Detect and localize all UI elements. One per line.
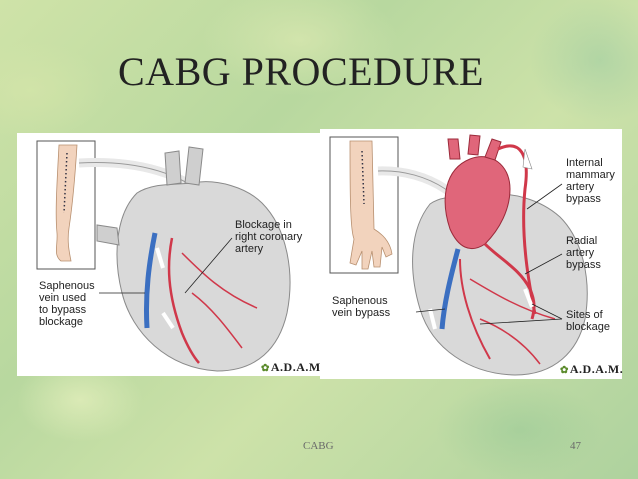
slide-title: CABG PROCEDURE bbox=[118, 49, 484, 94]
radial-artery-graft bbox=[483, 242, 536, 320]
adam-brand-text: A.D.A.M. bbox=[270, 360, 325, 374]
left-illustration-panel: Blockage in right coronary artery Saphen… bbox=[17, 133, 324, 376]
arm-image bbox=[349, 140, 393, 270]
leg-image bbox=[55, 144, 78, 262]
internal-mammary-pointer bbox=[526, 183, 563, 210]
heart bbox=[116, 181, 291, 372]
saphenous-vein-graft bbox=[439, 248, 461, 330]
aorta bbox=[444, 156, 511, 249]
right-illustration-panel: Internal mammary artery bypass Radial ar… bbox=[320, 129, 623, 379]
pulmonary-artery bbox=[184, 146, 204, 186]
saphenous-vein-graft bbox=[143, 232, 158, 329]
footer-label: CABG bbox=[303, 440, 334, 452]
label-saphenous-vein-used: Saphenous vein used to bypass blockage bbox=[39, 280, 95, 328]
label-internal-mammary: Internal mammary artery bypass bbox=[566, 157, 615, 205]
right-coronary-artery bbox=[167, 237, 200, 364]
right-heart-illustration bbox=[329, 134, 588, 376]
radial-pointer bbox=[524, 253, 563, 275]
page-number: 47 bbox=[570, 440, 581, 452]
adam-leaf-icon: ✿ bbox=[560, 365, 569, 376]
adam-brand-text: A.D.A.M. bbox=[569, 362, 624, 376]
arm-incision-line bbox=[361, 150, 365, 205]
label-blockage-right-coronary: Blockage in right coronary artery bbox=[235, 219, 303, 255]
blockage-sites-pointer bbox=[479, 318, 563, 325]
adam-logo-right: ✿A.D.A.M. bbox=[560, 362, 623, 377]
aorta bbox=[164, 150, 182, 186]
blockage-pointer bbox=[184, 237, 233, 294]
label-sites-of-blockage: Sites of blockage bbox=[566, 309, 611, 333]
saphenous-pointer bbox=[415, 308, 446, 313]
label-saphenous-vein-bypass: Saphenous vein bypass bbox=[332, 295, 391, 319]
vena-cava bbox=[96, 224, 120, 246]
adam-logo-left: ✿A.D.A.M. bbox=[261, 360, 324, 375]
adam-leaf-icon: ✿ bbox=[261, 363, 270, 374]
label-radial-artery: Radial artery bypass bbox=[566, 235, 601, 271]
left-heart-illustration bbox=[36, 140, 291, 372]
